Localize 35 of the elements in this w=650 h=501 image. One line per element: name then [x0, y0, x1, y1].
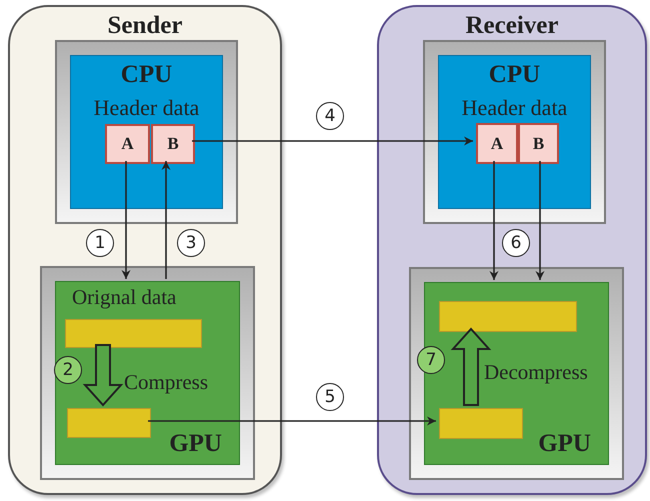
- arrow: [122, 161, 130, 279]
- data-cell: A: [105, 124, 150, 164]
- device-panel: [377, 5, 647, 495]
- panel-title: Sender: [106, 13, 184, 38]
- gpu-panel: [55, 281, 240, 465]
- data-bar: [439, 301, 577, 332]
- section-label: Header data: [460, 97, 568, 119]
- unit-title: GPU: [169, 431, 222, 456]
- data-bar: [67, 408, 151, 438]
- unit-title: CPU: [488, 62, 542, 87]
- arrow: [148, 416, 436, 426]
- step-number: 5: [316, 383, 344, 411]
- cpu-panel: [70, 55, 223, 209]
- block-arrow: [82, 344, 124, 406]
- data-cell: B: [151, 124, 195, 164]
- unit-title: CPU: [120, 62, 174, 87]
- arrow: [536, 161, 544, 280]
- block-arrow: [450, 328, 492, 406]
- arrow: [192, 136, 473, 146]
- data-cell: B: [518, 123, 559, 164]
- section-label: Header data: [92, 97, 200, 119]
- data-cell: A: [476, 123, 518, 164]
- arrow: [162, 161, 170, 279]
- step-number: 4: [316, 102, 344, 130]
- cpu-panel: [438, 55, 591, 209]
- step-label: Compress: [124, 372, 208, 393]
- step-label: Decompress: [484, 362, 588, 383]
- data-bar: [65, 319, 202, 348]
- bar-caption: Orignal data: [72, 287, 176, 308]
- panel-title: Receiver: [464, 13, 560, 38]
- data-bar: [439, 408, 523, 439]
- device-panel: [8, 5, 282, 495]
- unit-title: GPU: [538, 431, 591, 456]
- gpu-panel: [424, 282, 609, 465]
- arrow: [490, 161, 498, 280]
